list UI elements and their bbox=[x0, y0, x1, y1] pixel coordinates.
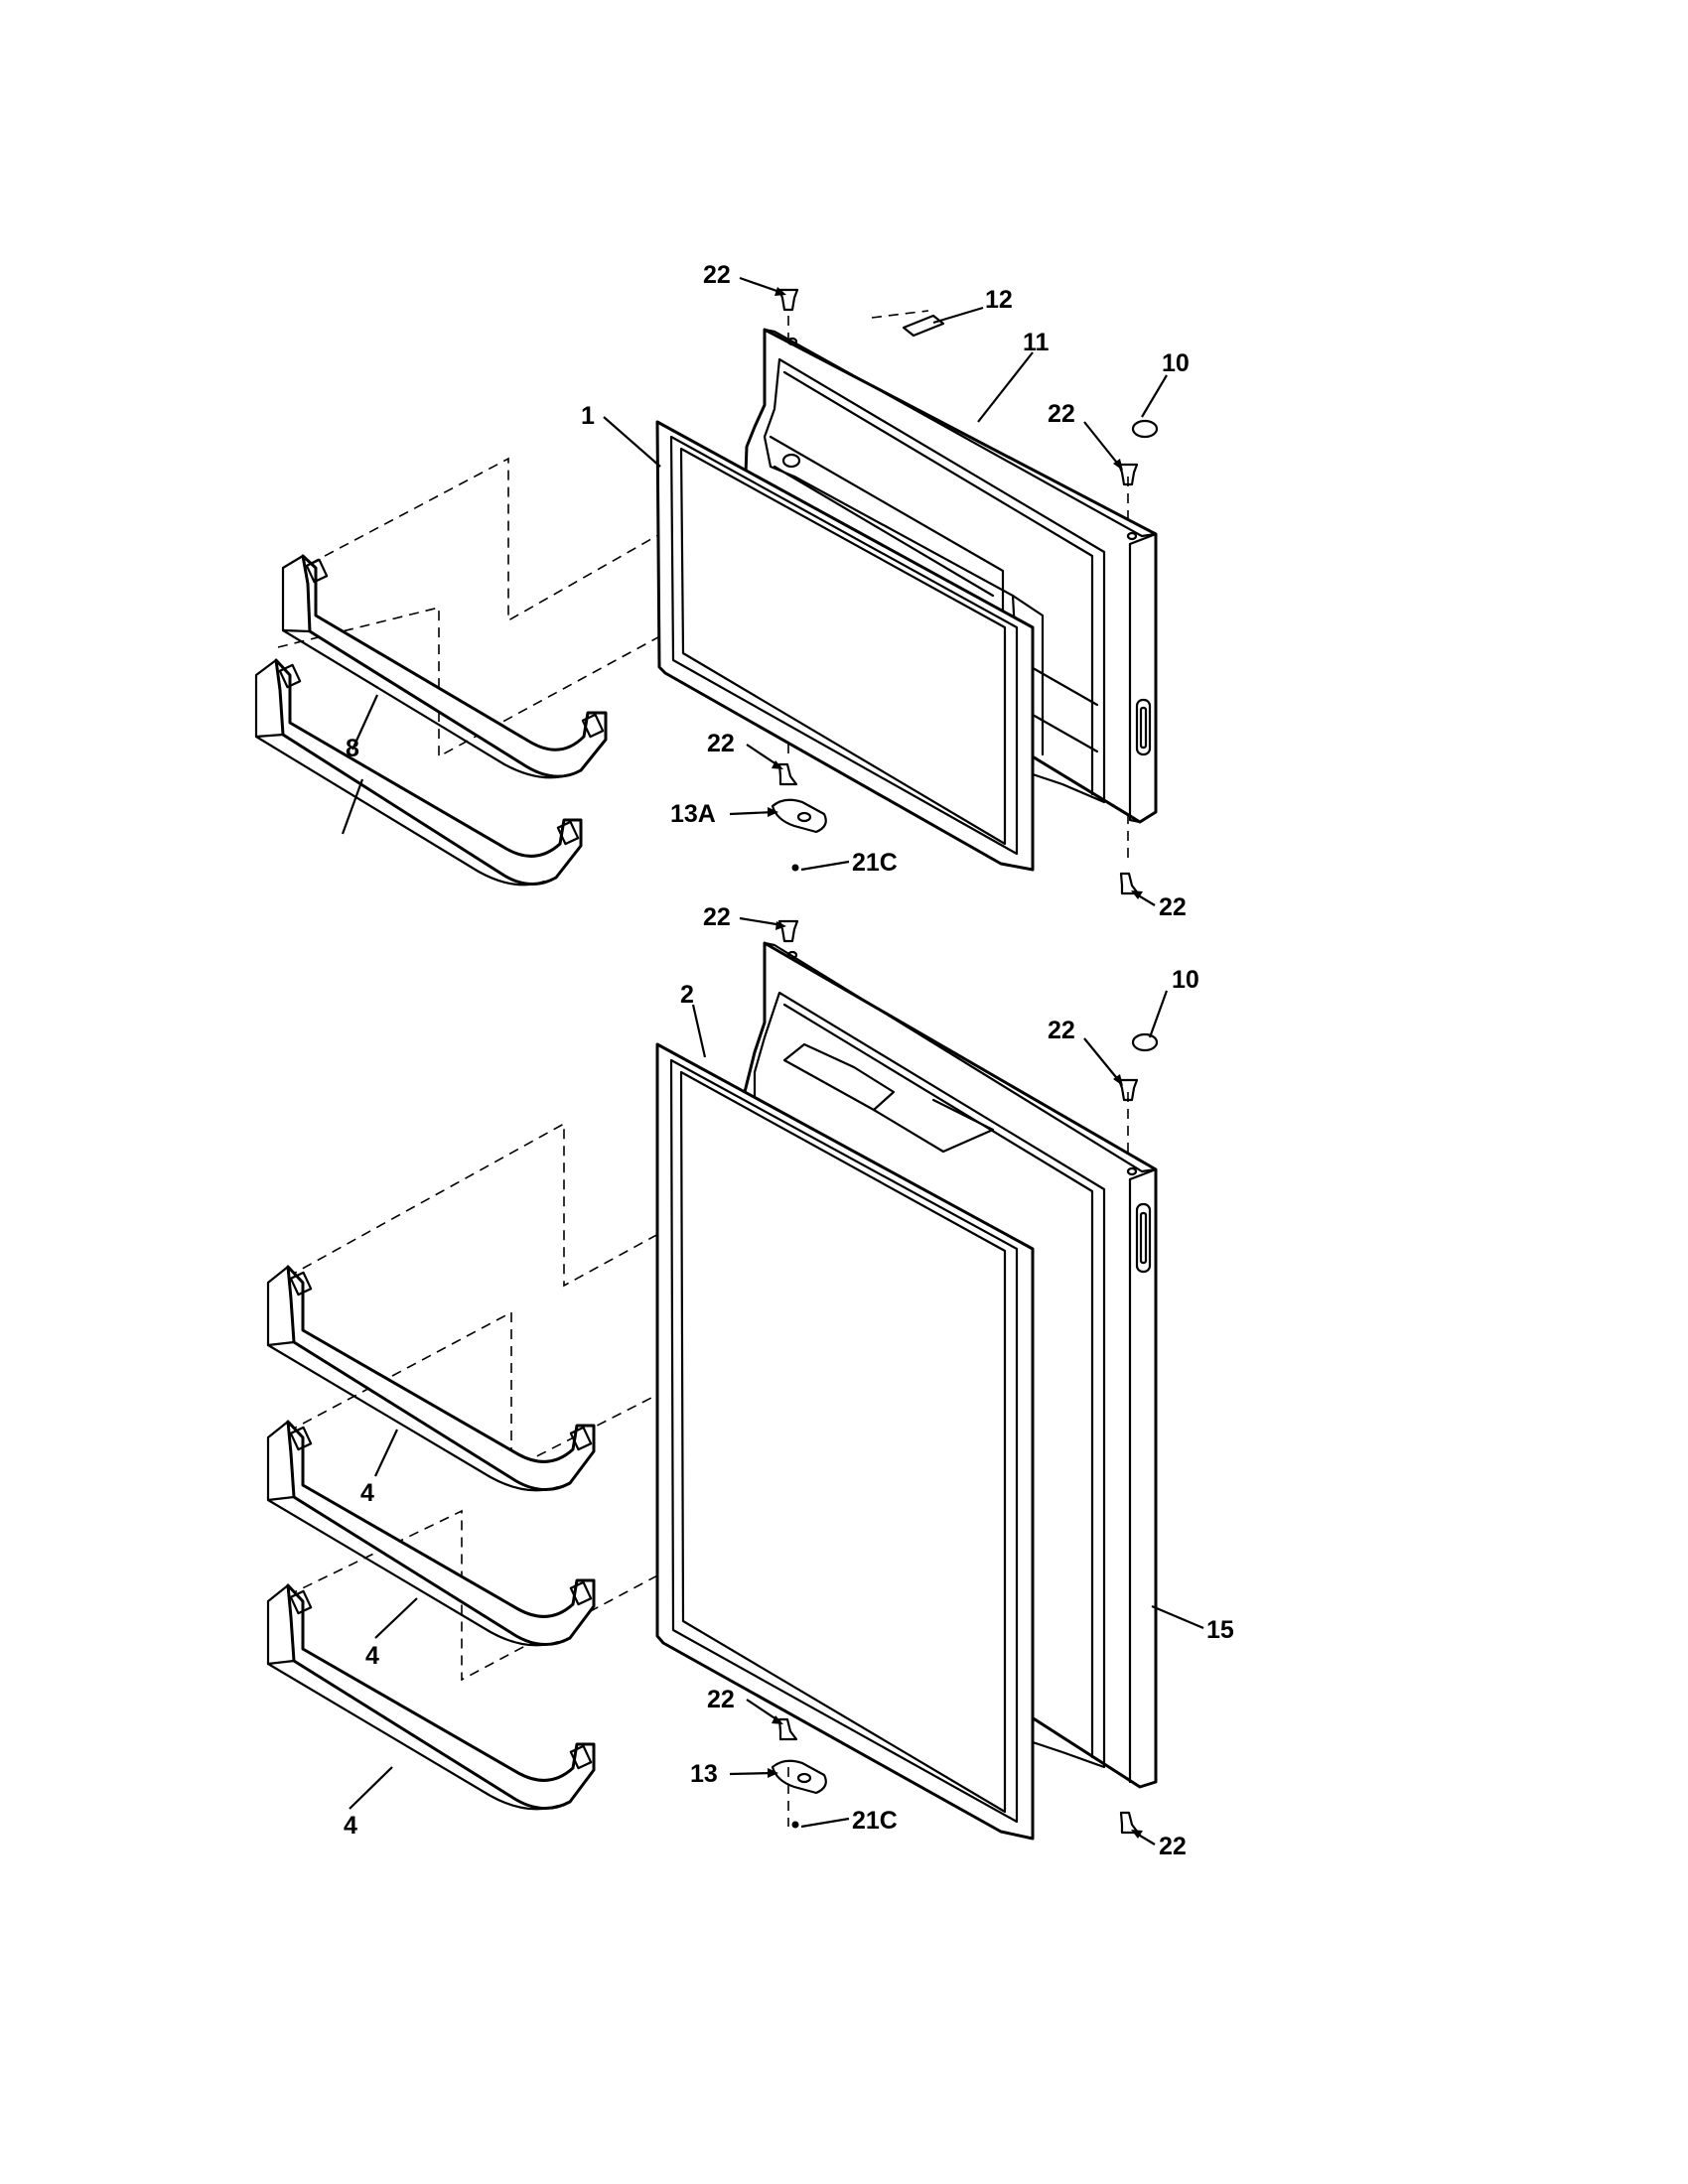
freezer-door-shelf-lower bbox=[254, 658, 583, 887]
callout-21C: 21C bbox=[852, 849, 898, 877]
pin-lower bbox=[791, 1821, 799, 1829]
callout-13A: 13A bbox=[670, 800, 716, 828]
callout-12: 12 bbox=[985, 286, 1013, 314]
callout-21C: 21C bbox=[852, 1807, 898, 1835]
callout-2: 2 bbox=[680, 981, 694, 1009]
screw-hinge-upper bbox=[777, 762, 798, 786]
callout-22: 22 bbox=[1159, 1833, 1187, 1860]
hinge-bracket-lower bbox=[771, 1759, 827, 1795]
screw-right-lower bbox=[1117, 1078, 1139, 1102]
callout-22: 22 bbox=[707, 730, 735, 757]
screw-bottom-lower bbox=[1119, 1811, 1140, 1835]
callout-22: 22 bbox=[1159, 893, 1187, 921]
callout-8: 8 bbox=[346, 735, 359, 762]
hardware bbox=[771, 288, 1159, 1835]
hinge-bracket-upper bbox=[771, 798, 827, 834]
screw-hinge-lower bbox=[777, 1717, 798, 1741]
freezer-door bbox=[741, 328, 1158, 824]
fresh-food-door-gasket bbox=[655, 1042, 1035, 1841]
callout-22: 22 bbox=[703, 903, 731, 931]
freezer-door-shelf-upper bbox=[281, 554, 608, 779]
callout-22: 22 bbox=[707, 1686, 735, 1713]
freezer-door-gasket bbox=[655, 420, 1035, 872]
callout-22: 22 bbox=[703, 261, 731, 289]
callout-10: 10 bbox=[1172, 966, 1199, 994]
fresh-food-door-shelf-1 bbox=[266, 1265, 596, 1492]
callout-15: 15 bbox=[1206, 1616, 1234, 1644]
callout-1: 1 bbox=[581, 402, 595, 430]
screw-top-lower bbox=[777, 919, 799, 943]
screw-top-upper bbox=[777, 288, 799, 312]
callout-labels: 22 12 11 10 22 1 22 8 13A 21C 22 22 2 10… bbox=[344, 261, 1234, 1860]
pin-upper bbox=[791, 864, 799, 872]
callout-13: 13 bbox=[690, 1760, 718, 1788]
fresh-food-door-shelf-2 bbox=[266, 1420, 596, 1647]
callout-10: 10 bbox=[1162, 349, 1190, 377]
plug-button-lower bbox=[1131, 1032, 1159, 1052]
callout-22: 22 bbox=[1048, 400, 1075, 428]
callout-4: 4 bbox=[360, 1479, 374, 1507]
label-strip bbox=[902, 314, 945, 338]
fresh-food-door-shelf-3 bbox=[266, 1583, 596, 1811]
plug-button-upper bbox=[1131, 419, 1159, 439]
callout-4: 4 bbox=[365, 1642, 379, 1670]
screw-bottom-upper bbox=[1119, 872, 1140, 895]
callout-11: 11 bbox=[1023, 329, 1050, 356]
screw-right-upper bbox=[1117, 463, 1139, 486]
leader-lines bbox=[341, 276, 1204, 1845]
callout-4: 4 bbox=[344, 1812, 357, 1840]
callout-22: 22 bbox=[1048, 1017, 1075, 1044]
